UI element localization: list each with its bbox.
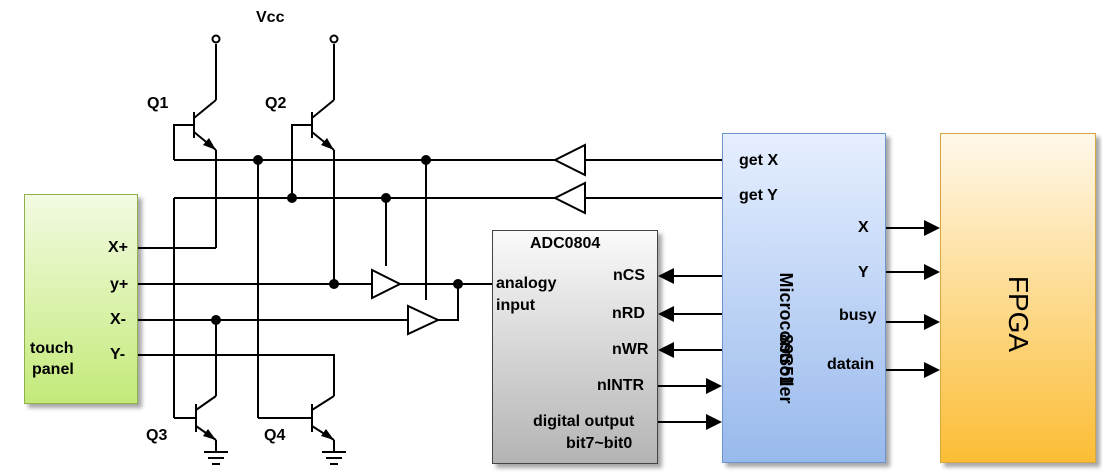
microcontroller-block: [722, 133, 886, 463]
q2-base-wire: [291, 124, 312, 200]
mcu-pin-get-y-label: get Y: [739, 187, 778, 204]
touch-panel-label-line1: touch: [30, 340, 74, 357]
pin-yminus-label: Y-: [110, 346, 126, 363]
junction-gety-buffer: [381, 193, 391, 203]
vcc-label: Vcc: [256, 9, 285, 26]
q3-label: Q3: [146, 427, 168, 444]
arrowheads: [658, 220, 940, 430]
adc-output-label-line1: digital output: [533, 413, 635, 430]
fpga-name-label: FPGA: [1003, 275, 1034, 353]
y-arrow: [924, 264, 940, 280]
buffer-b-output: [438, 284, 459, 321]
adc-input-label-line2: input: [496, 297, 536, 314]
pin-xminus-label: X-: [110, 311, 126, 328]
q4-collector: [311, 395, 335, 411]
mcu-pin-get-x-label: get X: [739, 152, 779, 169]
vcc-terminal-q2: [329, 34, 339, 44]
junction-analog-input: [453, 279, 463, 289]
pin-xplus-label: X+: [108, 239, 129, 256]
mcu-model-label: 89S51: [776, 333, 796, 387]
junctions: [211, 155, 463, 325]
vcc-terminals: [211, 34, 339, 44]
nintr-arrow: [706, 378, 722, 394]
adc-input-label-line1: analogy: [496, 275, 557, 292]
fpga-block: [940, 133, 1096, 463]
emitter-arrows: [203, 138, 334, 440]
mcu-pin-y-label: Y: [858, 264, 869, 281]
vcc-terminal-q1: [211, 34, 221, 44]
buffers: [371, 143, 586, 336]
q1-collector: [193, 99, 217, 119]
q2-label: Q2: [265, 95, 287, 112]
adc-pin-nrd-label: nRD: [612, 305, 645, 322]
adc-pin-nintr-label: nINTR: [597, 377, 645, 394]
x-arrow: [924, 220, 940, 236]
yminus-to-q4: [138, 354, 335, 396]
wires: [138, 44, 924, 465]
q2-collector: [311, 99, 335, 119]
q4-emitter-arrow: [321, 429, 334, 440]
touch-panel-block: [24, 194, 138, 404]
junction-getx-buffer: [421, 155, 431, 165]
adc-pin-ncs-label: nCS: [613, 267, 645, 284]
q1-label: Q1: [147, 95, 169, 112]
adc-output-label-line2: bit7~bit0: [566, 435, 633, 452]
nwr-arrow: [658, 342, 674, 358]
digital-output-arrow: [706, 414, 722, 430]
ncs-arrow: [658, 268, 674, 284]
q1-base-wire: [173, 124, 194, 160]
pin-yplus-label: y+: [110, 276, 129, 293]
get-x-buffer: [552, 143, 586, 177]
q4-label: Q4: [264, 427, 286, 444]
busy-arrow: [924, 314, 940, 330]
adc-pin-nwr-label: nWR: [612, 341, 649, 358]
q1-emitter-arrow: [203, 138, 216, 150]
mcu-pin-busy-label: busy: [839, 307, 877, 324]
analog-buffer-b: [407, 304, 441, 336]
junction-xminus: [211, 315, 221, 325]
adc-title: ADC0804: [530, 235, 601, 252]
q3-emitter-arrow: [203, 429, 216, 440]
analog-buffer-a: [371, 268, 403, 300]
get-y-buffer: [552, 181, 586, 215]
nrd-arrow: [658, 306, 674, 322]
datain-arrow: [924, 362, 940, 378]
adc0804-block: [492, 230, 658, 464]
junction-yplus: [329, 279, 339, 289]
q2-emitter-arrow: [321, 138, 334, 150]
mcu-pin-datain-label: datain: [827, 356, 875, 373]
junction-gety-q2: [287, 193, 297, 203]
q3-collector: [195, 395, 217, 411]
mcu-pin-x-label: X: [858, 219, 869, 236]
junction-getx-q4: [253, 155, 263, 165]
touch-panel-label-line2: panel: [32, 361, 74, 378]
